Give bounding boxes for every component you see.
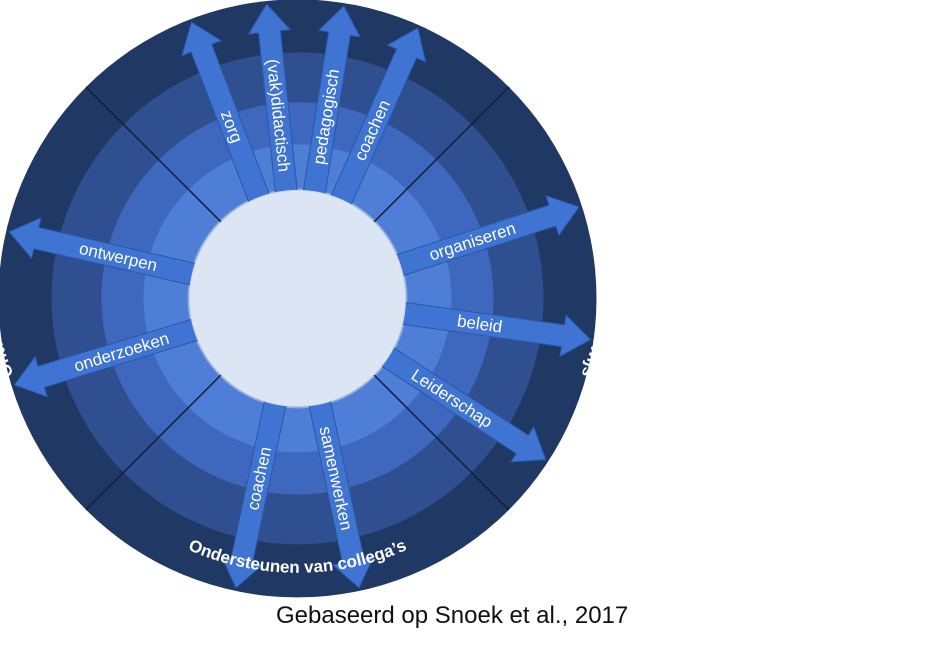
- arrow-shape: [327, 27, 427, 213]
- arrow-shape: [301, 5, 362, 202]
- divider-line: [373, 86, 510, 223]
- arrow-shape: [388, 194, 580, 279]
- arrow-shape: [220, 393, 289, 589]
- role-arrow: beleid: [394, 300, 592, 358]
- source-caption: Gebaseerd op Snoek et al., 2017: [276, 602, 629, 629]
- arrow-shape: [394, 300, 592, 358]
- divider-line: [373, 374, 510, 511]
- arrow-shape: [247, 3, 299, 201]
- arrow-shape: [8, 216, 204, 288]
- center-circle-group: [189, 189, 406, 407]
- quadrant-dividers: [85, 86, 510, 511]
- arrow-shape: [13, 316, 206, 398]
- divider-line: [85, 374, 222, 511]
- center-circle: [189, 189, 406, 407]
- arrow-shape: [306, 393, 375, 589]
- divider-line: [85, 86, 222, 223]
- arrow-shape: [181, 21, 273, 210]
- arrow-shape: [374, 342, 547, 463]
